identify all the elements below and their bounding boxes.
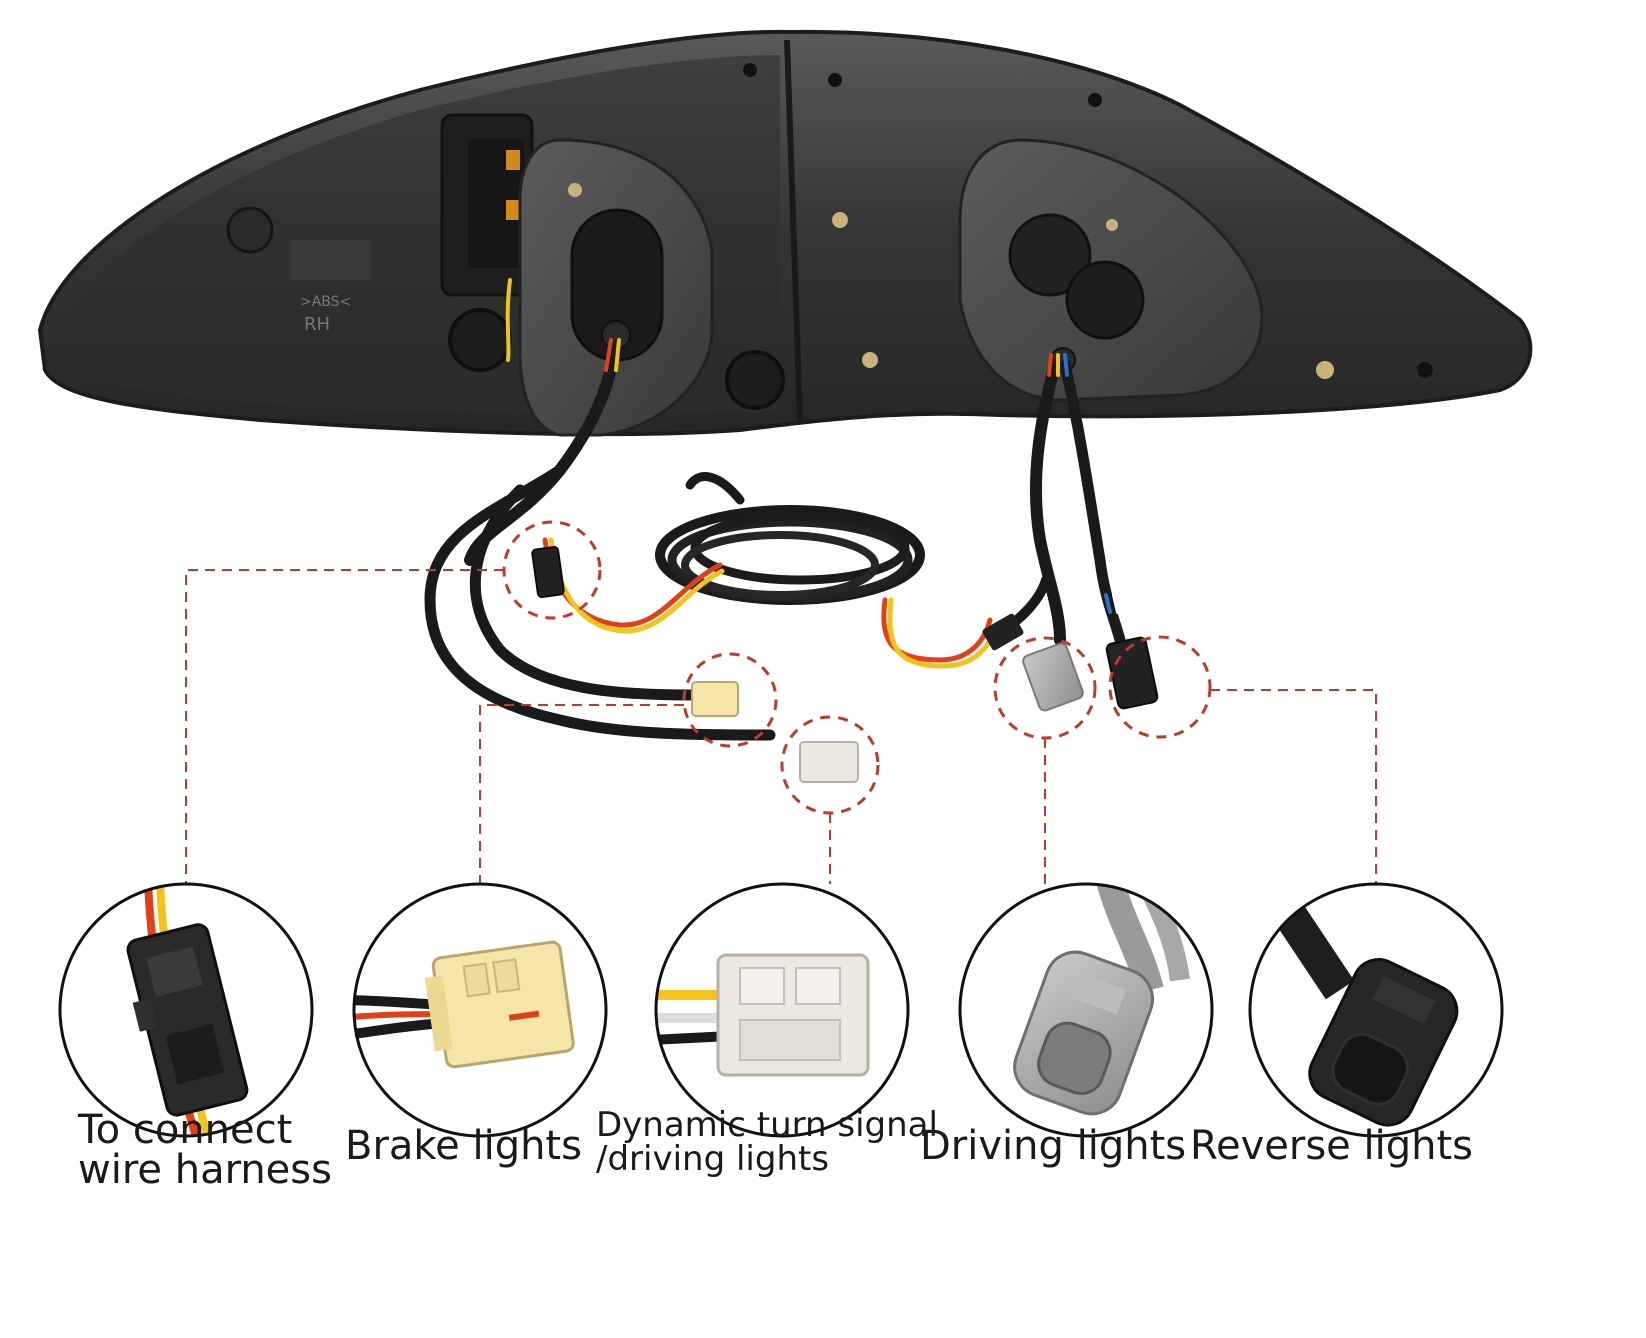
leader-reverse xyxy=(1210,689,1377,884)
caption-turn-line-2: /driving lights xyxy=(596,1139,830,1179)
highlight-ring-brake xyxy=(682,652,778,748)
embossed-abs-text: >ABS< xyxy=(300,294,351,310)
zoom-circle-harness xyxy=(58,882,314,1138)
harness-connectors xyxy=(531,545,1159,783)
wire-harness xyxy=(424,278,1126,741)
zoom-circle-driving xyxy=(958,882,1214,1138)
caption-harness-line-1: To connect xyxy=(78,1107,293,1153)
zoom-circle-reverse xyxy=(1248,882,1504,1138)
zoom-circle-brake xyxy=(352,882,608,1138)
zoom-circle-turn xyxy=(654,882,910,1138)
caption-driving: Driving lights xyxy=(920,1126,1186,1166)
caption-harness: To connect wire harness xyxy=(78,1110,332,1190)
caption-brake-line-1: Brake lights xyxy=(345,1123,582,1169)
caption-turn-line-1: Dynamic turn signal xyxy=(596,1105,938,1145)
taillight-housing: >ABS< RH xyxy=(37,29,1533,437)
leader-brake xyxy=(479,704,684,884)
leader-harness xyxy=(185,569,504,884)
caption-reverse: Reverse lights xyxy=(1190,1126,1473,1166)
caption-harness-line-2: wire harness xyxy=(78,1147,332,1193)
leader-lines xyxy=(185,569,1377,884)
caption-brake: Brake lights xyxy=(345,1126,582,1166)
caption-reverse-line-1: Reverse lights xyxy=(1190,1123,1473,1169)
embossed-side-text: RH xyxy=(304,314,330,335)
highlight-ring-reverse xyxy=(1108,635,1212,739)
caption-turn: Dynamic turn signal /driving lights xyxy=(596,1108,938,1176)
caption-driving-line-1: Driving lights xyxy=(920,1123,1187,1169)
